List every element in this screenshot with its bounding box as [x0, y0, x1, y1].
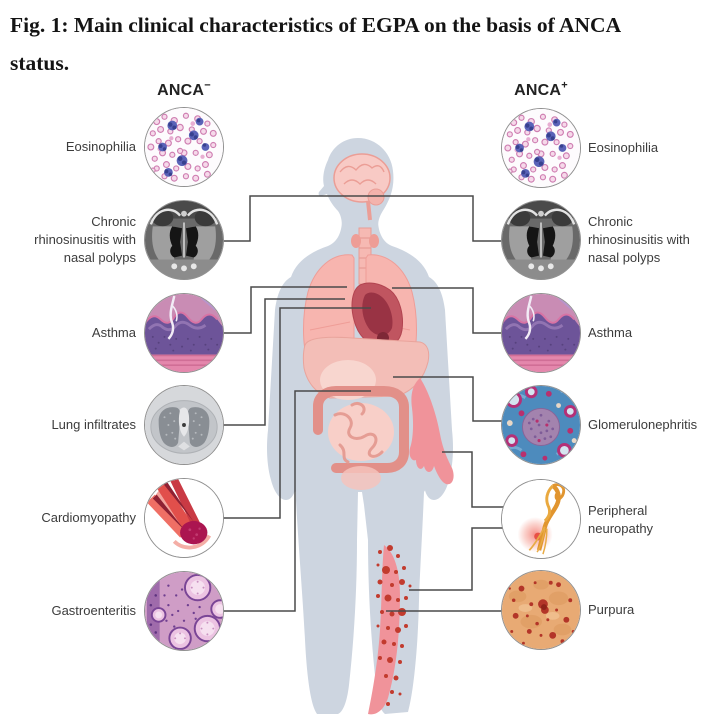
- connector-glomerulonephritis: [393, 376, 503, 422]
- skin-purpura-photo-icon: [502, 571, 580, 649]
- airway-histology-icon: [145, 294, 223, 372]
- sinus-ct-scan-icon: [502, 201, 580, 279]
- anca-negative-header: ANCA−: [157, 79, 211, 99]
- minus-sign: −: [204, 79, 211, 92]
- label-eosinophilia-right: Eosinophilia: [588, 140, 659, 155]
- connector-neuropathy-leg: [409, 527, 504, 591]
- label-purpura: Purpura: [588, 602, 635, 617]
- blood-smear-eosinophils-icon: [502, 109, 580, 187]
- connector-lung-infiltrates: [221, 298, 345, 426]
- label-peripheral-neuropathy: Peripheral neuropathy: [588, 503, 654, 536]
- gut-mucosa-histology-icon: [145, 572, 223, 650]
- connector-rhinosinusitis: [221, 195, 503, 242]
- chest-ct-scan-icon: [145, 386, 223, 464]
- anca-positive-header: ANCA+: [514, 79, 568, 99]
- sinus-ct-scan-icon: [145, 201, 223, 279]
- nerve-illustration-icon: [502, 480, 580, 558]
- label-asthma-right: Asthma: [588, 325, 633, 340]
- label-gastroenteritis: Gastroenteritis: [51, 603, 136, 618]
- label-glomerulonephritis: Glomerulonephritis: [588, 417, 698, 432]
- label-chronic-rhinosinusitis-left: Chronic rhinosinusitis with nasal polyps: [34, 214, 136, 265]
- connector-neuropathy-hand: [442, 451, 504, 508]
- figure-title: Fig. 1: Main clinical characteristics of…: [10, 13, 622, 75]
- blood-smear-eosinophils-icon: [145, 108, 223, 186]
- purpura-dots: [376, 545, 412, 706]
- airway-histology-icon: [502, 294, 580, 372]
- plus-sign: +: [561, 79, 568, 92]
- connector-cardiomyopathy: [221, 307, 371, 519]
- connector-asthma-left: [221, 286, 347, 334]
- heart-apex-illustration-icon: [145, 479, 223, 557]
- label-cardiomyopathy: Cardiomyopathy: [41, 510, 136, 525]
- skin-lesions: [368, 378, 454, 715]
- glomerulus-histology-icon: [502, 386, 580, 464]
- connector-gastroenteritis: [221, 390, 371, 612]
- label-eosinophilia-left: Eosinophilia: [65, 139, 136, 154]
- organs-illustration: [302, 153, 430, 490]
- connector-asthma-right: [392, 287, 503, 334]
- label-chronic-rhinosinusitis-right: Chronic rhinosinusitis with nasal polyps: [588, 214, 690, 265]
- label-lung-infiltrates: Lung infiltrates: [51, 417, 136, 432]
- label-asthma-left: Asthma: [91, 325, 136, 340]
- connector-lines: [221, 195, 504, 612]
